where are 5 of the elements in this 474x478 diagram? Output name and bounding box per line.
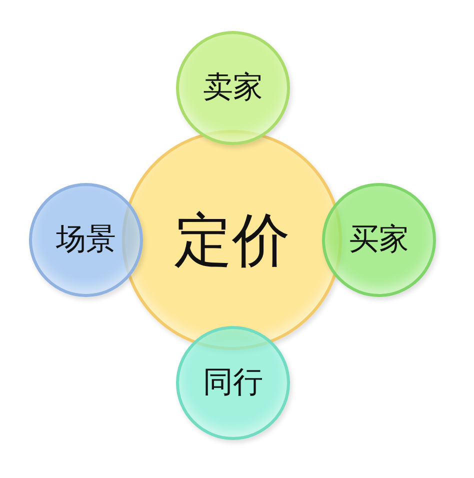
node-label: 定价 <box>174 211 290 269</box>
node-label: 场景 <box>56 225 116 255</box>
node-label: 买家 <box>349 225 409 255</box>
node-label: 卖家 <box>203 73 263 103</box>
node-label: 同行 <box>203 368 263 398</box>
